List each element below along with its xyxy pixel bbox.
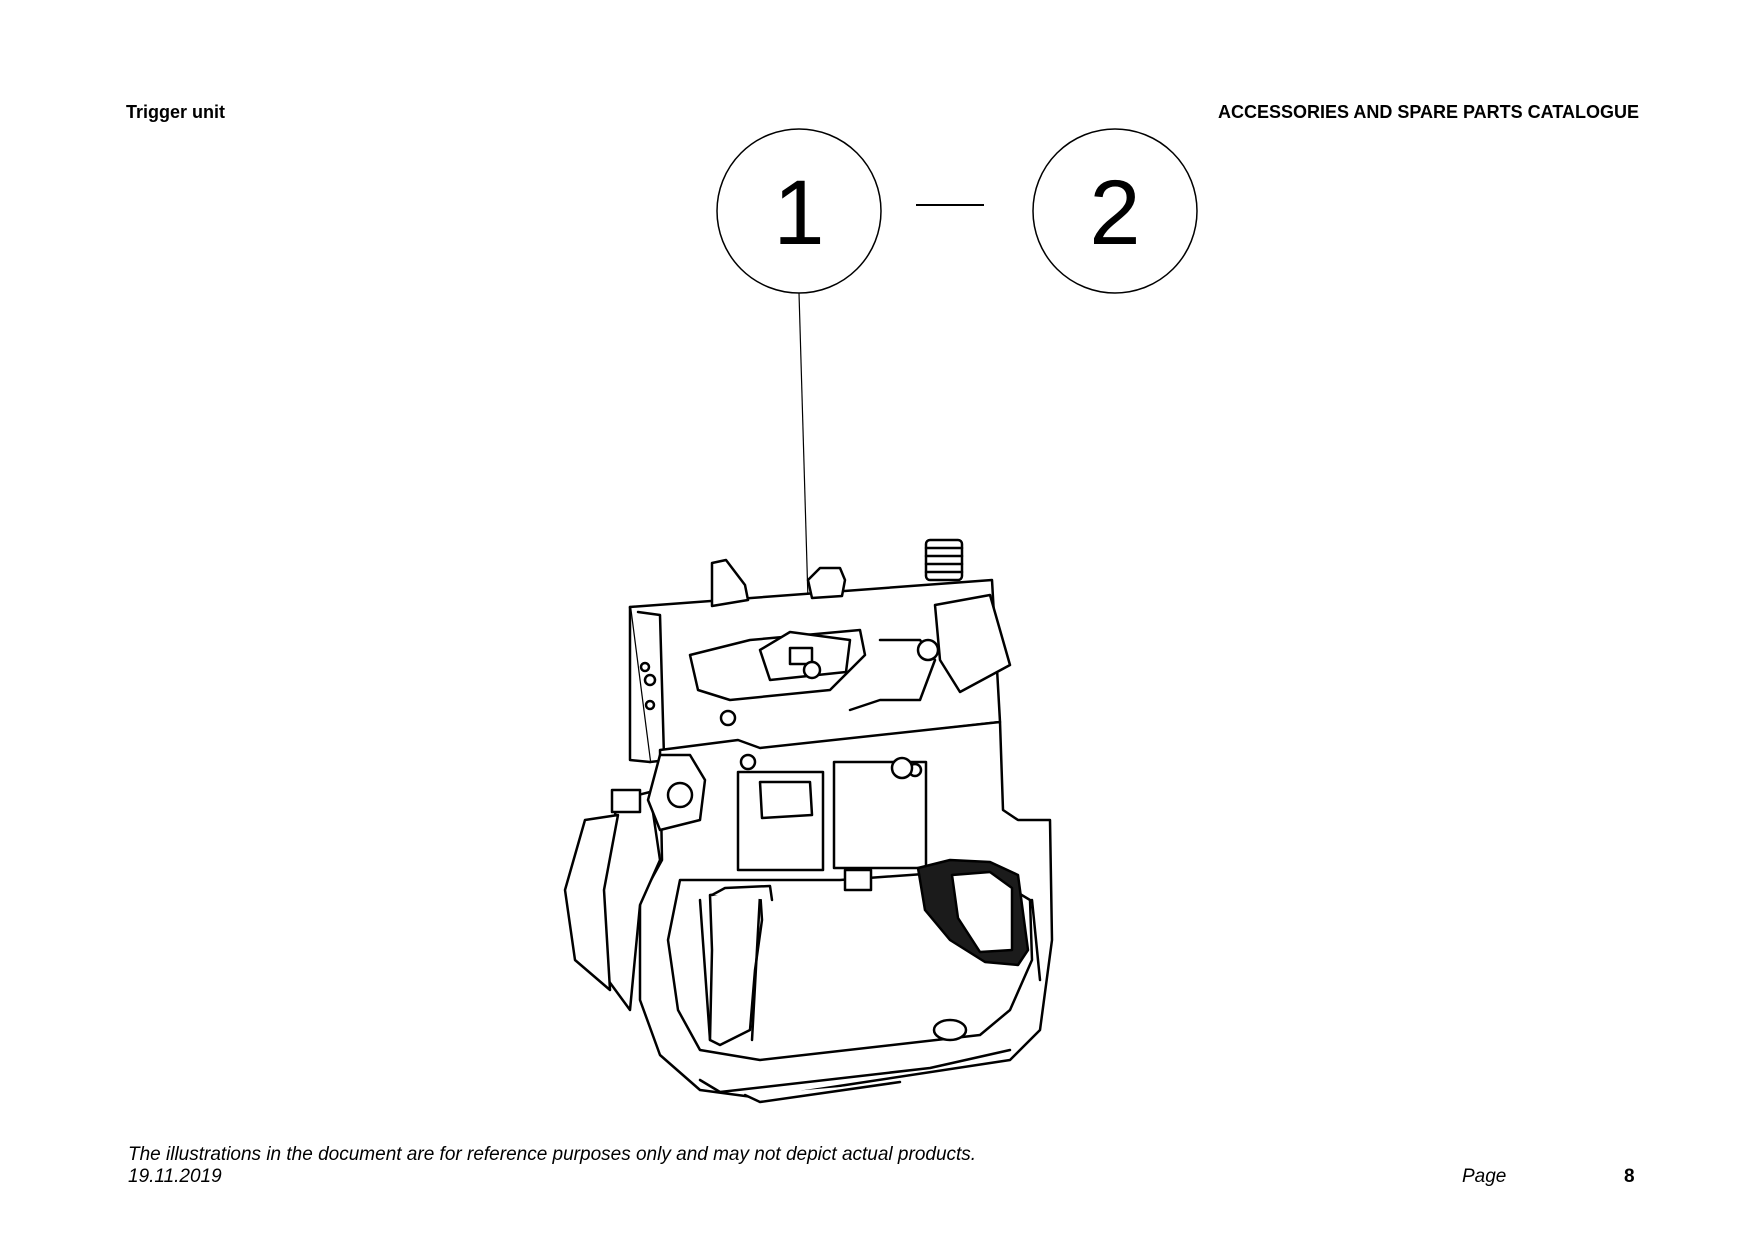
page-number: 8	[1624, 1166, 1635, 1187]
page-label: Page	[1462, 1166, 1507, 1187]
trigger-unit-drawing	[563, 538, 1054, 1104]
callout-2-label: 2	[1089, 162, 1140, 264]
callout-1[interactable]: 1	[716, 128, 882, 294]
callout-1-label: 1	[773, 162, 824, 264]
callout-2[interactable]: 2	[1032, 128, 1198, 294]
disclaimer-text: The illustrations in the document are fo…	[128, 1144, 977, 1165]
section-title: Trigger unit	[126, 102, 225, 122]
document-date: 19.11.2019	[128, 1166, 222, 1187]
catalogue-title: ACCESSORIES AND SPARE PARTS CATALOGUE	[1217, 102, 1639, 122]
